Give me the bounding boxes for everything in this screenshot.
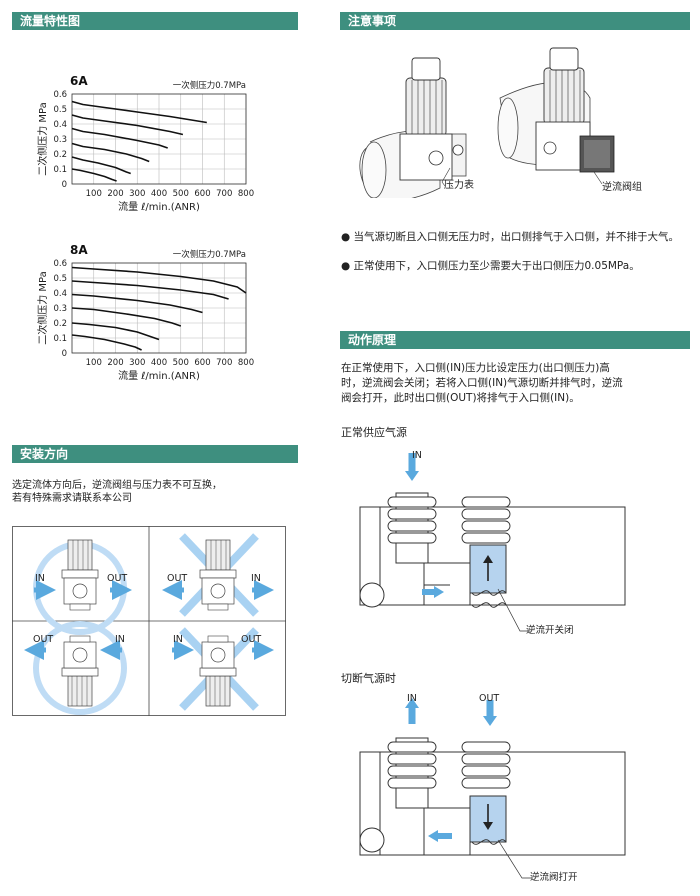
flow-chart-6a: 100 200 300 400 500 600 700 800 0 0.1 0.2 0.3 0.4 0.5…: [36, 74, 254, 213]
principle-line-1: 在正常使用下，入口侧(IN)压力比设定压力(出口侧压力)高: [341, 362, 610, 374]
section-title-operating-principle: 动作原理: [340, 331, 690, 349]
y-tick-label: 0.6: [53, 90, 67, 100]
x-tick-label: 400: [151, 358, 167, 368]
series-line-6: [71, 334, 142, 351]
cut-valve-label: 逆流阀打开: [530, 872, 578, 883]
y-tick-label: 0.1: [53, 334, 67, 344]
section-title-caution: 注意事项: [340, 12, 690, 30]
cut-supply-diagram: [359, 698, 626, 879]
x-tick-label: 800: [238, 358, 254, 368]
series-line-6: [71, 168, 117, 182]
x-tick-label: 600: [194, 189, 210, 199]
cut-in-label: IN: [407, 693, 417, 704]
x-tick-label: 100: [86, 358, 102, 368]
gauge-label: 压力表: [444, 180, 474, 191]
install-cell4-in: IN: [173, 634, 183, 645]
cut-out-label: OUT: [479, 693, 500, 704]
install-cell2-in: IN: [251, 573, 261, 584]
normal-in-label: IN: [412, 450, 422, 461]
y-tick-label: 0.5: [53, 274, 67, 284]
install-cell4-out: OUT: [241, 634, 262, 645]
y-tick-label: 0: [62, 180, 67, 190]
series-line-4: [71, 307, 182, 327]
series-line-5: [71, 322, 160, 341]
flow-chart-8a: 100 200 300 400 500 600 700 800 0 0.1 0.2 0.3 0.4 0.5…: [36, 243, 254, 382]
normal-valve-label: 逆流开关闭: [526, 625, 574, 636]
y-tick-label: 0.3: [53, 304, 67, 314]
series-line-5: [71, 156, 131, 175]
install-cell1-out: OUT: [107, 573, 128, 584]
series-line-2: [71, 280, 229, 300]
series-line-4: [71, 142, 150, 163]
check-valve-label: 逆流阀组: [602, 182, 642, 193]
x-tick-label: 700: [216, 358, 232, 368]
caution-bullet-2: ● 正常使用下，入口侧压力至少需要大于出口侧压力0.05MPa。: [341, 260, 640, 272]
x-tick-label: 400: [151, 189, 167, 199]
y-axis-label: 二次侧压力 MPa: [36, 102, 49, 176]
y-tick-label: 0.5: [53, 105, 67, 115]
normal-supply-title: 正常供应气源: [341, 426, 407, 439]
y-tick-label: 0.6: [53, 259, 67, 269]
x-tick-label: 100: [86, 189, 102, 199]
y-tick-label: 0.2: [53, 150, 67, 160]
x-tick-label: 200: [107, 358, 123, 368]
y-tick-label: 0.4: [53, 120, 67, 130]
chart-annotation: 一次侧压力0.7MPa: [173, 80, 246, 91]
x-tick-label: 700: [216, 189, 232, 199]
y-tick-label: 0.1: [53, 165, 67, 175]
chart-title: 8A: [70, 243, 88, 257]
y-tick-label: 0.2: [53, 319, 67, 329]
install-cell2-out: OUT: [167, 573, 188, 584]
y-axis-label: 二次侧压力 MPa: [36, 271, 49, 345]
series-line-1: [71, 266, 247, 294]
series-line-3: [71, 293, 203, 314]
install-cell3-in: IN: [115, 634, 125, 645]
principle-line-2: 时，逆流阀会关闭；若将入口侧(IN)气源切断并排气时，逆流: [341, 377, 623, 389]
y-tick-label: 0: [62, 349, 67, 359]
x-axis-label: 流量 ℓ/min.(ANR): [118, 369, 200, 382]
chart-annotation: 一次侧压力0.7MPa: [173, 249, 246, 260]
install-direction-grid: [12, 526, 286, 716]
x-tick-label: 800: [238, 189, 254, 199]
install-desc-line-2: 若有特殊需求请联系本公司: [12, 493, 132, 504]
y-tick-label: 0.3: [53, 135, 67, 145]
x-tick-label: 500: [173, 358, 189, 368]
principle-line-3: 阀会打开，此时出口侧(OUT)将排气于入口侧(IN)。: [341, 392, 580, 404]
install-desc-line-1: 选定流体方向后，逆流阀组与压力表不可互换，: [12, 480, 222, 491]
chart-title: 6A: [70, 74, 88, 88]
x-tick-label: 500: [173, 189, 189, 199]
install-cell1-in: IN: [35, 573, 45, 584]
y-tick-label: 0.4: [53, 289, 67, 299]
section-title-install-direction: 安装方向: [12, 445, 298, 463]
series-line-3: [71, 127, 168, 149]
x-tick-label: 200: [107, 189, 123, 199]
x-tick-label: 600: [194, 358, 210, 368]
series-line-2: [71, 114, 184, 136]
caution-bullet-1: ● 当气源切断且入口侧无压力时，出口侧排气于入口侧，并不排于大气。: [341, 231, 679, 243]
x-tick-label: 300: [129, 189, 145, 199]
install-cell3-out: OUT: [33, 634, 54, 645]
caution-illustration: [359, 47, 615, 198]
x-axis-label: 流量 ℓ/min.(ANR): [118, 200, 200, 213]
series-line-1: [71, 100, 207, 124]
plot-frame: [71, 93, 247, 185]
normal-supply-diagram: [359, 453, 626, 632]
section-title-flow-characteristics: 流量特性图: [12, 12, 298, 30]
cut-supply-title: 切断气源时: [341, 672, 396, 685]
x-tick-label: 300: [129, 358, 145, 368]
